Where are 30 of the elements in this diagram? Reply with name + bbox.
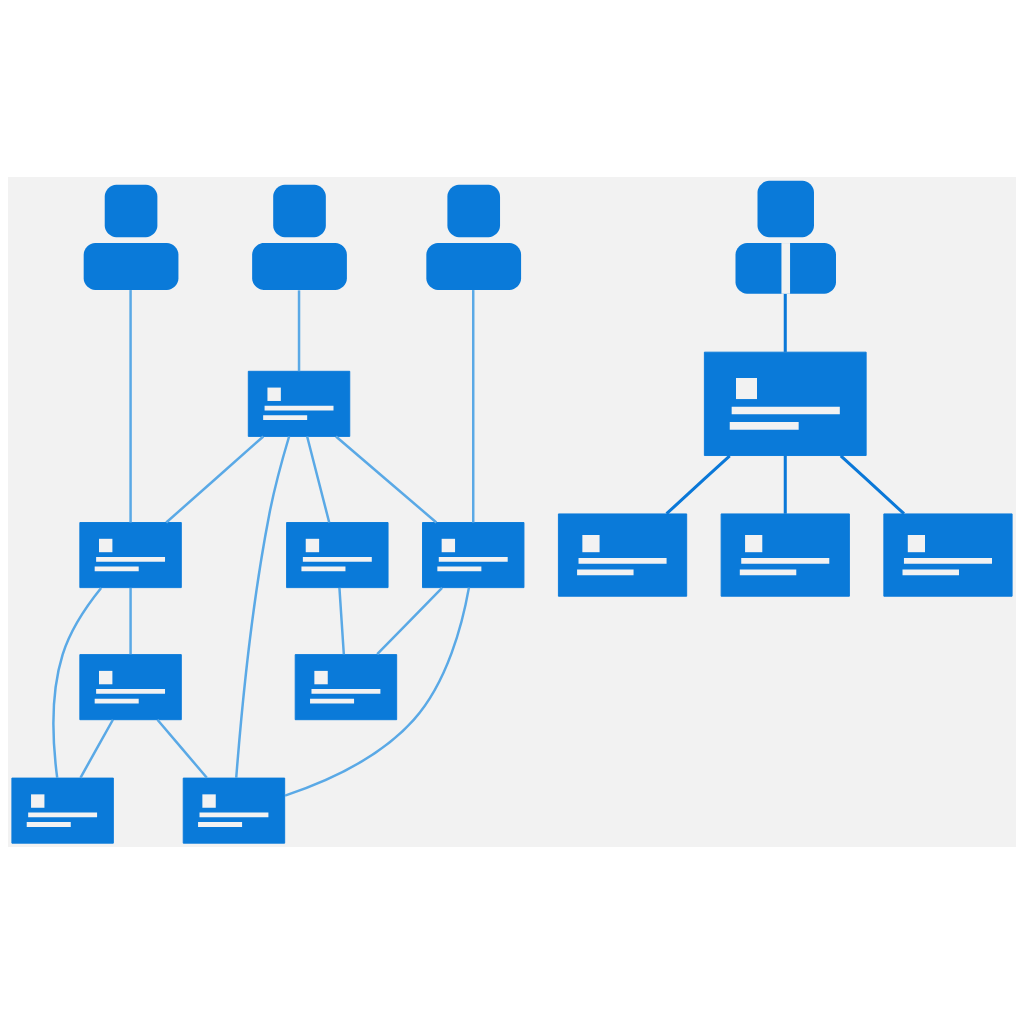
connector bbox=[79, 719, 114, 779]
connector bbox=[129, 587, 132, 655]
connector bbox=[297, 290, 301, 372]
node-box bbox=[79, 654, 182, 721]
node-box bbox=[247, 370, 351, 437]
node-box bbox=[422, 522, 525, 589]
connector bbox=[338, 587, 346, 655]
connector bbox=[665, 454, 731, 515]
connector bbox=[783, 294, 787, 352]
node-box bbox=[79, 522, 182, 589]
connector bbox=[165, 435, 265, 524]
connector bbox=[376, 587, 443, 656]
node-box bbox=[720, 513, 850, 597]
node-box bbox=[557, 513, 688, 597]
node-box bbox=[294, 654, 398, 721]
connector bbox=[335, 435, 438, 524]
node-box bbox=[11, 777, 114, 844]
connector bbox=[129, 290, 132, 523]
connector bbox=[839, 454, 905, 515]
connector bbox=[234, 436, 291, 778]
connector bbox=[783, 455, 787, 514]
node-box bbox=[286, 522, 389, 589]
connector bbox=[52, 587, 103, 779]
connector bbox=[305, 436, 331, 523]
connector bbox=[284, 587, 471, 797]
node-box bbox=[182, 777, 286, 844]
connector bbox=[156, 718, 208, 779]
node-box bbox=[883, 513, 1013, 597]
node-box bbox=[703, 351, 867, 456]
connector bbox=[472, 290, 475, 523]
